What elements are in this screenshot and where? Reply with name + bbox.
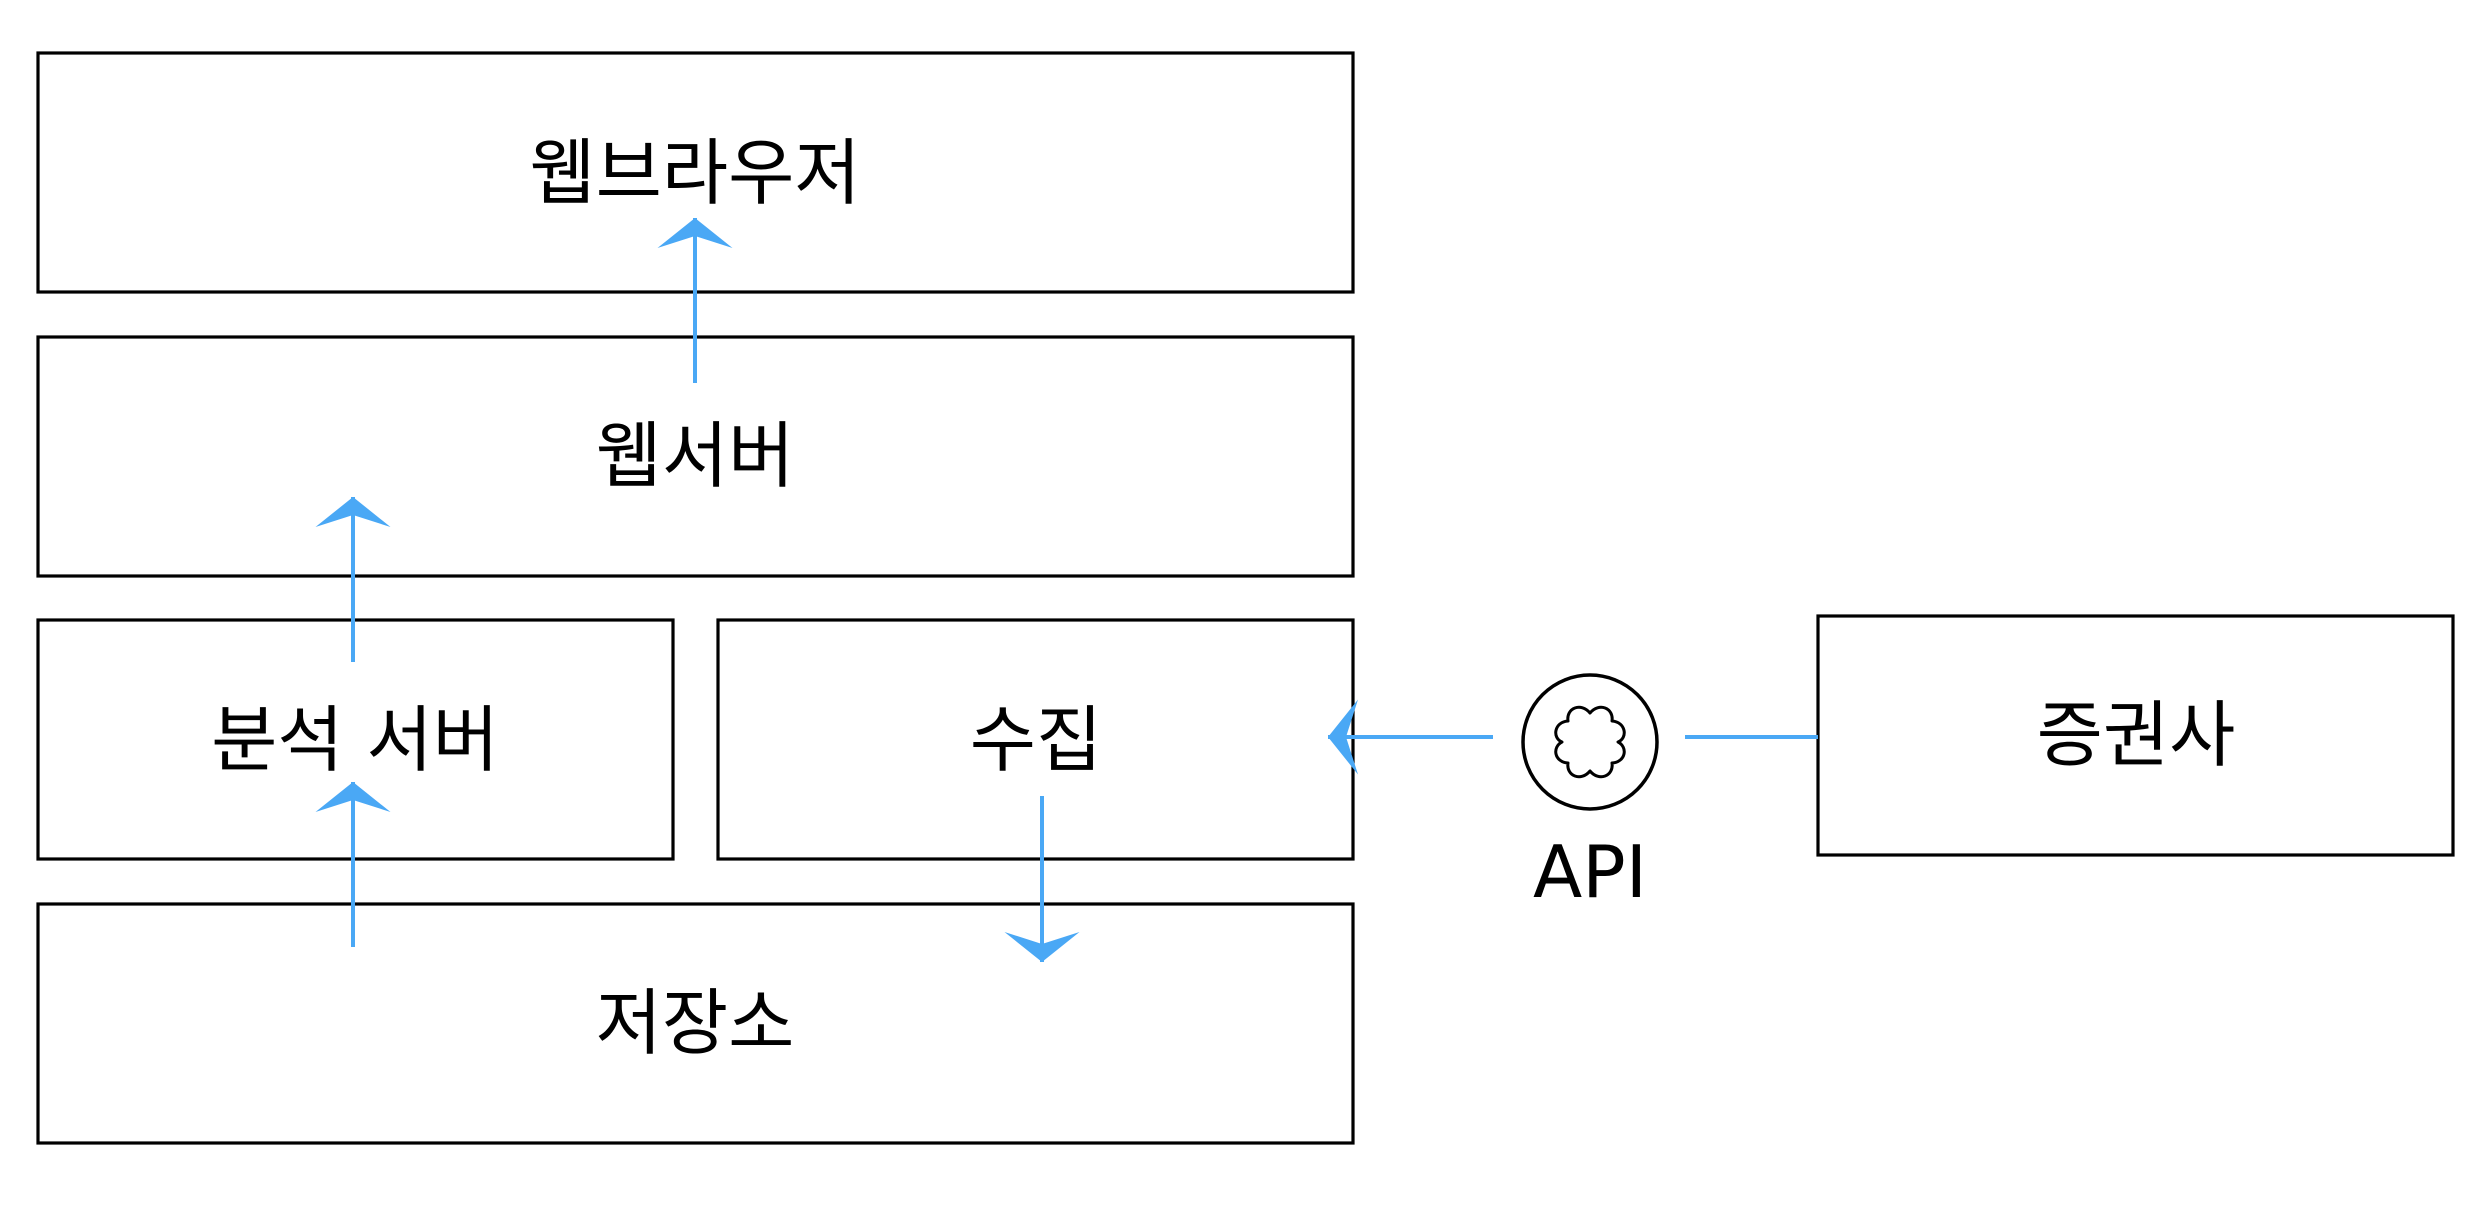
storage-label: 저장소 — [596, 981, 795, 1065]
analysis-server-label: 분석 서버 — [211, 698, 499, 782]
web-server-label: 웹서버 — [596, 414, 795, 498]
api-node: API — [1521, 673, 1659, 914]
brokerage-label: 증권사 — [2037, 693, 2236, 777]
collection-label: 수집 — [970, 698, 1102, 782]
analysis-server-box: 분석 서버 — [36, 618, 675, 861]
storage-box: 저장소 — [36, 902, 1355, 1145]
brokerage-box: 증권사 — [1816, 614, 2455, 857]
api-label: API — [1533, 830, 1647, 914]
flower-icon — [1521, 673, 1659, 811]
collection-box: 수집 — [716, 618, 1355, 861]
web-browser-label: 웹브라우저 — [529, 131, 860, 215]
